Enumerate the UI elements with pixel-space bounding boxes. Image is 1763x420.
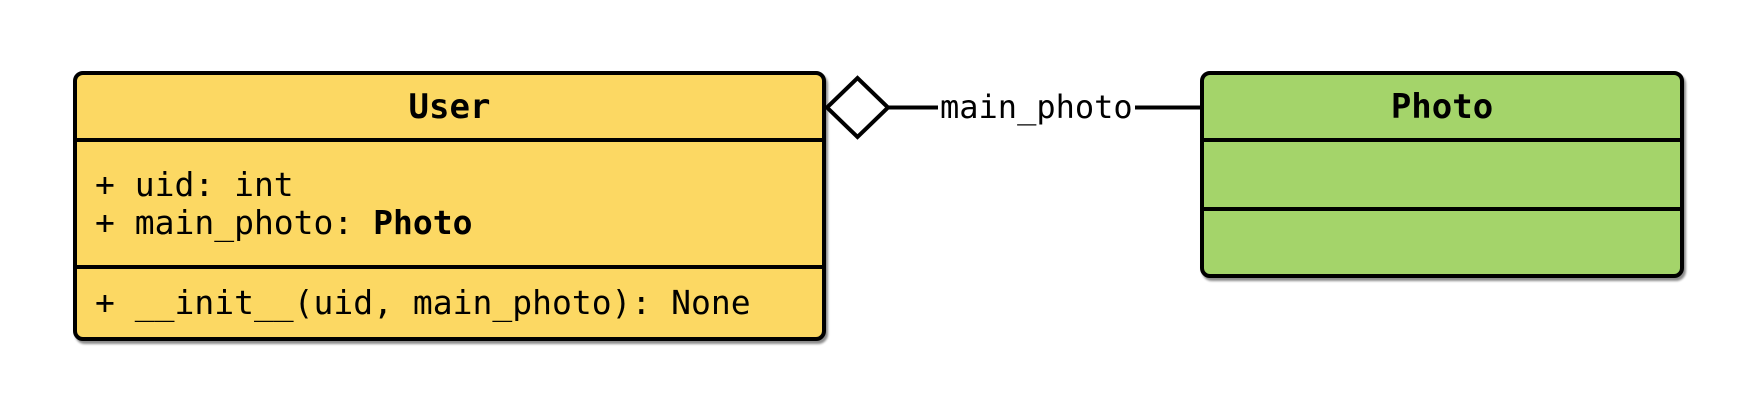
user-attributes-section: + uid: int + main_photo: Photo	[77, 138, 822, 265]
attribute-main-photo-type: Photo	[373, 202, 473, 242]
photo-attributes-section-empty	[1204, 138, 1680, 207]
photo-methods-section-empty	[1204, 207, 1680, 274]
method-line-init: + __init__(uid, main_photo): None	[95, 283, 751, 322]
class-box-user: User + uid: int + main_photo: Photo + __…	[73, 71, 826, 341]
aggregation-diamond-icon	[824, 75, 891, 140]
relationship-label: main_photo	[938, 88, 1135, 126]
user-methods-section: + __init__(uid, main_photo): None	[77, 265, 822, 337]
attribute-main-photo-prefix: + main_photo:	[95, 202, 374, 242]
class-title-user: User	[408, 86, 491, 127]
class-title-photo: Photo	[1390, 86, 1494, 127]
attribute-line-uid: + uid: int	[95, 164, 294, 204]
attribute-line-main-photo: + main_photo: Photo	[95, 202, 822, 242]
class-box-photo: Photo	[1200, 71, 1684, 278]
